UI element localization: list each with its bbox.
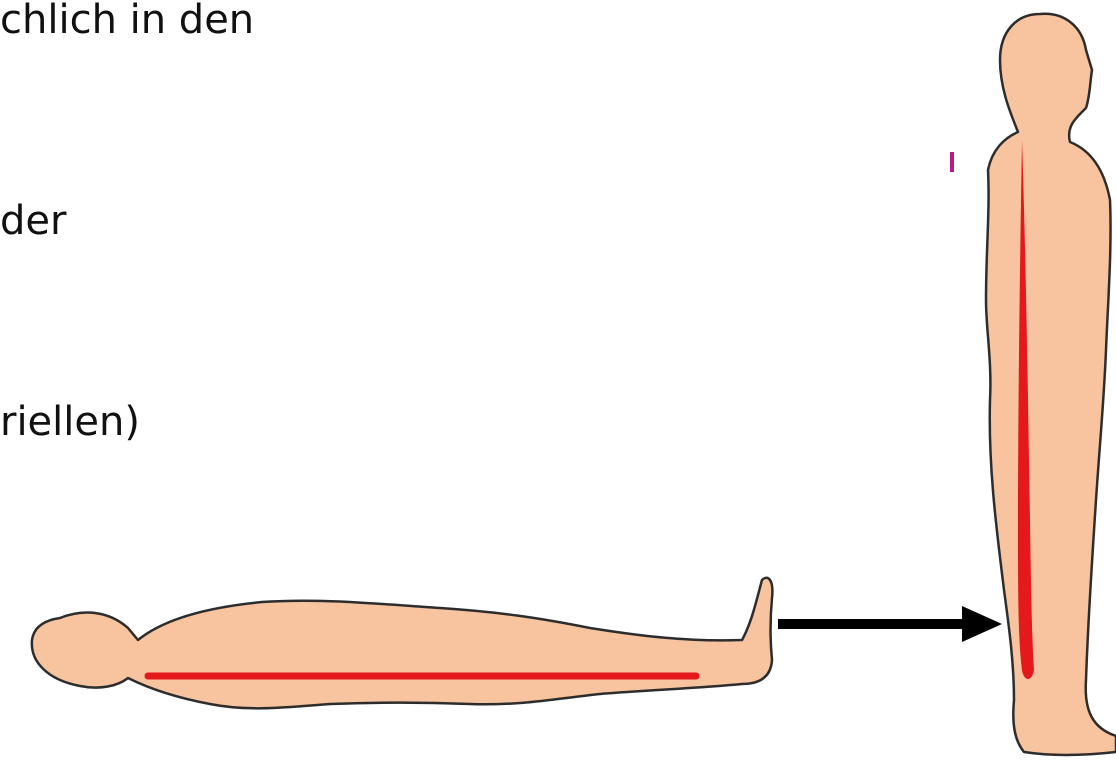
standing-figure [986, 14, 1116, 755]
lying-body-silhouette [32, 578, 773, 709]
standing-body-silhouette [986, 14, 1116, 755]
lying-figure [32, 578, 773, 709]
arrow-right-icon [778, 606, 1002, 642]
pink-mark [950, 152, 954, 172]
